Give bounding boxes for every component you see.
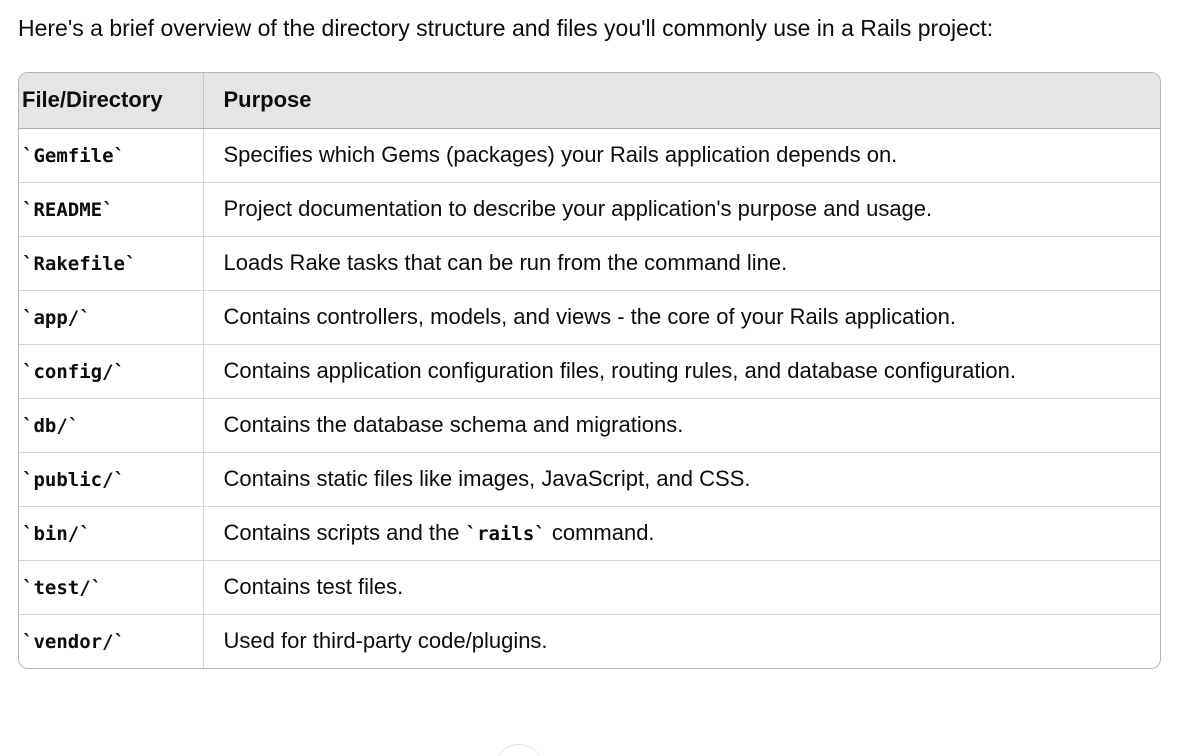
purpose-text: command. (545, 520, 655, 545)
table-row: `db/` Contains the database schema and mi… (19, 397, 1160, 453)
purpose-text: Contains scripts and the (223, 520, 466, 545)
inline-code: `Gemfile` (22, 145, 125, 167)
inline-code: `README` (22, 199, 114, 221)
table-row: `test/` Contains test files. (19, 559, 1160, 615)
table-row: `public/` Contains static files like imag… (19, 451, 1160, 507)
purpose-cell: Contains static files like images, JavaS… (202, 451, 1160, 507)
file-directory-cell: `config/` (19, 343, 204, 399)
inline-code: `config/` (22, 361, 125, 383)
file-directory-cell: `README` (19, 181, 204, 237)
table-row: `Gemfile` Specifies which Gems (packages)… (19, 127, 1160, 183)
table-row: `app/` Contains controllers, models, and … (19, 289, 1160, 345)
inline-code: `db/` (22, 415, 80, 437)
table-row: `Rakefile` Loads Rake tasks that can be r… (19, 235, 1160, 291)
purpose-cell: Contains test files. (202, 559, 1160, 615)
purpose-cell: Contains scripts and the `rails` command… (202, 505, 1160, 561)
purpose-text: Used for third-party code/plugins. (223, 628, 548, 654)
column-header-file-directory: File/Directory (19, 73, 204, 129)
inline-code: `app/` (22, 307, 91, 329)
purpose-text: Contains application configuration files… (223, 358, 1017, 383)
table-row: `README` Project documentation to describ… (19, 181, 1160, 237)
purpose-cell: Loads Rake tasks that can be run from th… (202, 235, 1160, 291)
table-row: `bin/` Contains scripts and the `rails` c… (19, 505, 1160, 561)
purpose-text: Contains test files. (223, 574, 404, 599)
purpose-text: Contains controllers, models, and views … (223, 304, 956, 329)
table-header-row: File/Directory Purpose (19, 73, 1160, 129)
file-directory-cell: `Gemfile` (19, 127, 204, 183)
inline-code: `rails` (465, 523, 546, 545)
message-content: Here's a brief overview of the directory… (18, 15, 1161, 669)
purpose-cell: Contains application configuration files… (202, 343, 1160, 399)
purpose-text: Project documentation to describe your a… (223, 196, 933, 221)
directory-table-container: File/Directory Purpose `Gemfile` Specifie… (18, 72, 1161, 669)
purpose-text: Specifies which Gems (packages) your Rai… (223, 142, 898, 167)
purpose-text: Contains the database schema and migrati… (223, 412, 684, 437)
purpose-cell: Project documentation to describe your a… (202, 181, 1160, 237)
file-directory-cell: `db/` (19, 397, 204, 453)
inline-code: `Rakefile` (22, 253, 137, 275)
directory-table: File/Directory Purpose `Gemfile` Specifie… (19, 73, 1160, 668)
column-header-purpose: Purpose (202, 73, 1160, 129)
intro-paragraph: Here's a brief overview of the directory… (18, 15, 994, 41)
file-directory-cell: `test/` (19, 559, 204, 615)
inline-code: `public/` (22, 469, 125, 491)
file-directory-cell: `Rakefile` (19, 235, 204, 291)
inline-code: `vendor/` (22, 631, 125, 654)
purpose-cell: Used for third-party code/plugins. (202, 613, 1160, 668)
purpose-cell: Contains controllers, models, and views … (202, 289, 1160, 345)
table-row: `vendor/` Used for third-party code/plugi… (19, 613, 1160, 668)
scroll-to-bottom-button[interactable] (494, 744, 544, 756)
purpose-cell: Contains the database schema and migrati… (202, 397, 1160, 453)
file-directory-cell: `public/` (19, 451, 204, 507)
file-directory-cell: `app/` (19, 289, 204, 345)
file-directory-cell: `vendor/` (19, 613, 204, 668)
purpose-text: Contains static files like images, JavaS… (223, 466, 751, 491)
inline-code: `bin/` (22, 523, 91, 545)
purpose-text: Loads Rake tasks that can be run from th… (223, 250, 788, 275)
table-row: `config/` Contains application configurat… (19, 343, 1160, 399)
purpose-cell: Specifies which Gems (packages) your Rai… (202, 127, 1160, 183)
inline-code: `test/` (22, 577, 103, 599)
table-body: `Gemfile` Specifies which Gems (packages)… (19, 127, 1160, 668)
file-directory-cell: `bin/` (19, 505, 204, 561)
